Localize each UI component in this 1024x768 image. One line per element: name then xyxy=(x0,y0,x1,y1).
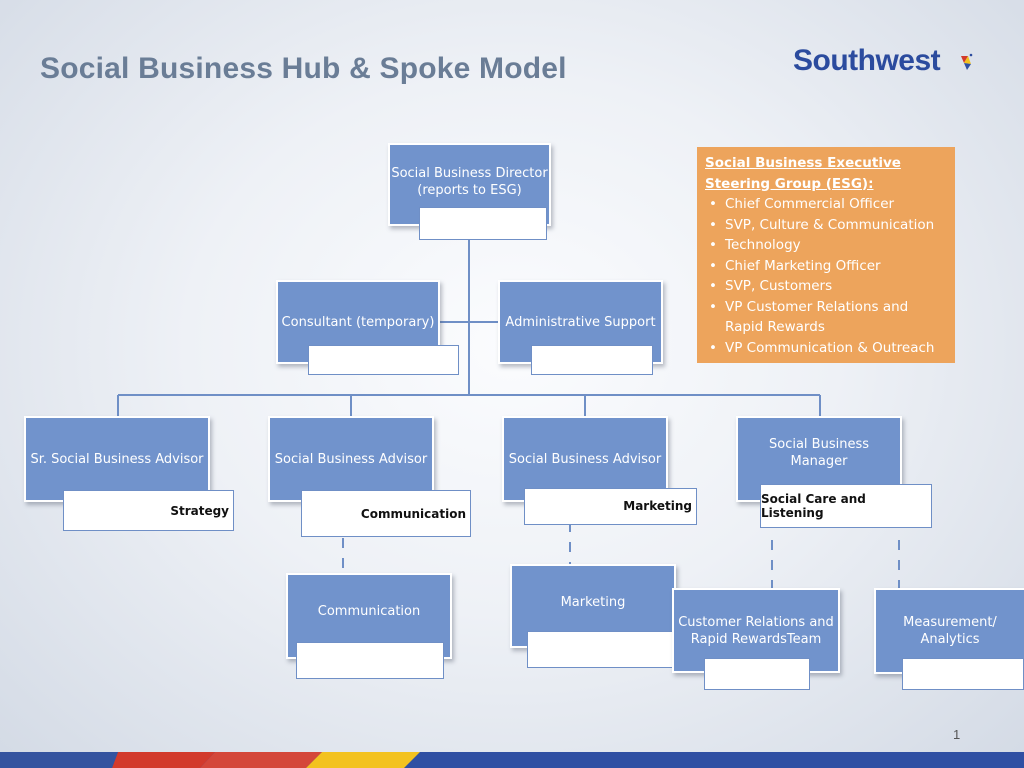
esg-item: VP Customer Relations and xyxy=(705,297,947,318)
manager-subtitle: Manager xyxy=(790,454,848,469)
bottom-stripe-bar xyxy=(0,752,1024,768)
admin-label: Administrative Support xyxy=(505,314,656,330)
esg-panel: Social Business Executive Steering Group… xyxy=(697,147,955,363)
page-number: 1 xyxy=(953,727,961,742)
consultant-sub-box xyxy=(308,345,459,375)
esg-item: SVP, Culture & Communication xyxy=(705,215,947,236)
heart-logo-icon xyxy=(961,53,973,70)
consultant-label: Consultant (temporary) xyxy=(281,314,435,330)
admin-sub-box xyxy=(531,345,653,375)
esg-title-line2: Steering Group (ESG): xyxy=(705,175,874,192)
node-manager: Social Business Manager Social Care and … xyxy=(736,416,934,532)
node-admin-support: Administrative Support xyxy=(498,280,663,376)
sr-advisor-sub: Strategy xyxy=(63,490,234,531)
node-marketing: Marketing xyxy=(510,564,678,670)
director-sub-box xyxy=(419,207,547,240)
esg-item-continued: Rapid Rewards xyxy=(725,319,825,335)
customer-relations-title: Customer Relations and xyxy=(678,614,834,630)
esg-list: Chief Commercial Officer SVP, Culture & … xyxy=(705,194,947,358)
sr-advisor-label: Sr. Social Business Advisor xyxy=(30,451,204,467)
node-measurement: Measurement/ Analytics xyxy=(874,588,1024,692)
director-title: Social Business Director xyxy=(391,166,548,181)
marketing-sub-box xyxy=(527,631,675,668)
communication-label: Communication xyxy=(317,604,421,619)
southwest-logo: Southwest xyxy=(793,44,941,77)
advisor-comm-label: Social Business Advisor xyxy=(274,451,428,467)
node-sr-advisor: Sr. Social Business Advisor Strategy xyxy=(24,416,236,532)
esg-item: Chief Commercial Officer xyxy=(705,194,947,215)
esg-item: Chief Marketing Officer xyxy=(705,256,947,277)
esg-item: Technology xyxy=(705,235,947,256)
node-advisor-communication: Social Business Advisor Communication xyxy=(268,416,472,538)
customer-relations-sub-box xyxy=(704,658,810,690)
manager-sub: Social Care and Listening xyxy=(760,484,932,528)
node-consultant: Consultant (temporary) xyxy=(276,280,460,376)
marketing-label: Marketing xyxy=(560,595,626,610)
communication-sub-box xyxy=(296,642,444,679)
advisor-comm-sub: Communication xyxy=(301,490,471,537)
manager-title: Social Business xyxy=(768,437,869,452)
slide-title: Social Business Hub & Spoke Model xyxy=(40,52,567,85)
advisor-mkt-label: Social Business Advisor xyxy=(508,451,662,467)
measurement-subtitle: Analytics xyxy=(920,632,980,647)
node-customer-relations: Customer Relations and Rapid RewardsTeam xyxy=(672,588,842,692)
node-advisor-marketing: Social Business Advisor Marketing xyxy=(502,416,698,530)
director-subtitle: (reports to ESG) xyxy=(417,183,522,198)
esg-item: SVP, Customers xyxy=(705,276,947,297)
customer-relations-subtitle: Rapid RewardsTeam xyxy=(690,631,822,647)
esg-item: VP Communication & Outreach xyxy=(705,338,947,359)
node-communication: Communication xyxy=(286,573,452,681)
esg-title-line1: Social Business Executive xyxy=(705,155,901,171)
advisor-mkt-sub: Marketing xyxy=(524,488,697,525)
node-director: Social Business Director (reports to ESG… xyxy=(388,143,551,243)
measurement-title: Measurement/ xyxy=(903,615,997,630)
measurement-sub-box xyxy=(902,658,1024,690)
